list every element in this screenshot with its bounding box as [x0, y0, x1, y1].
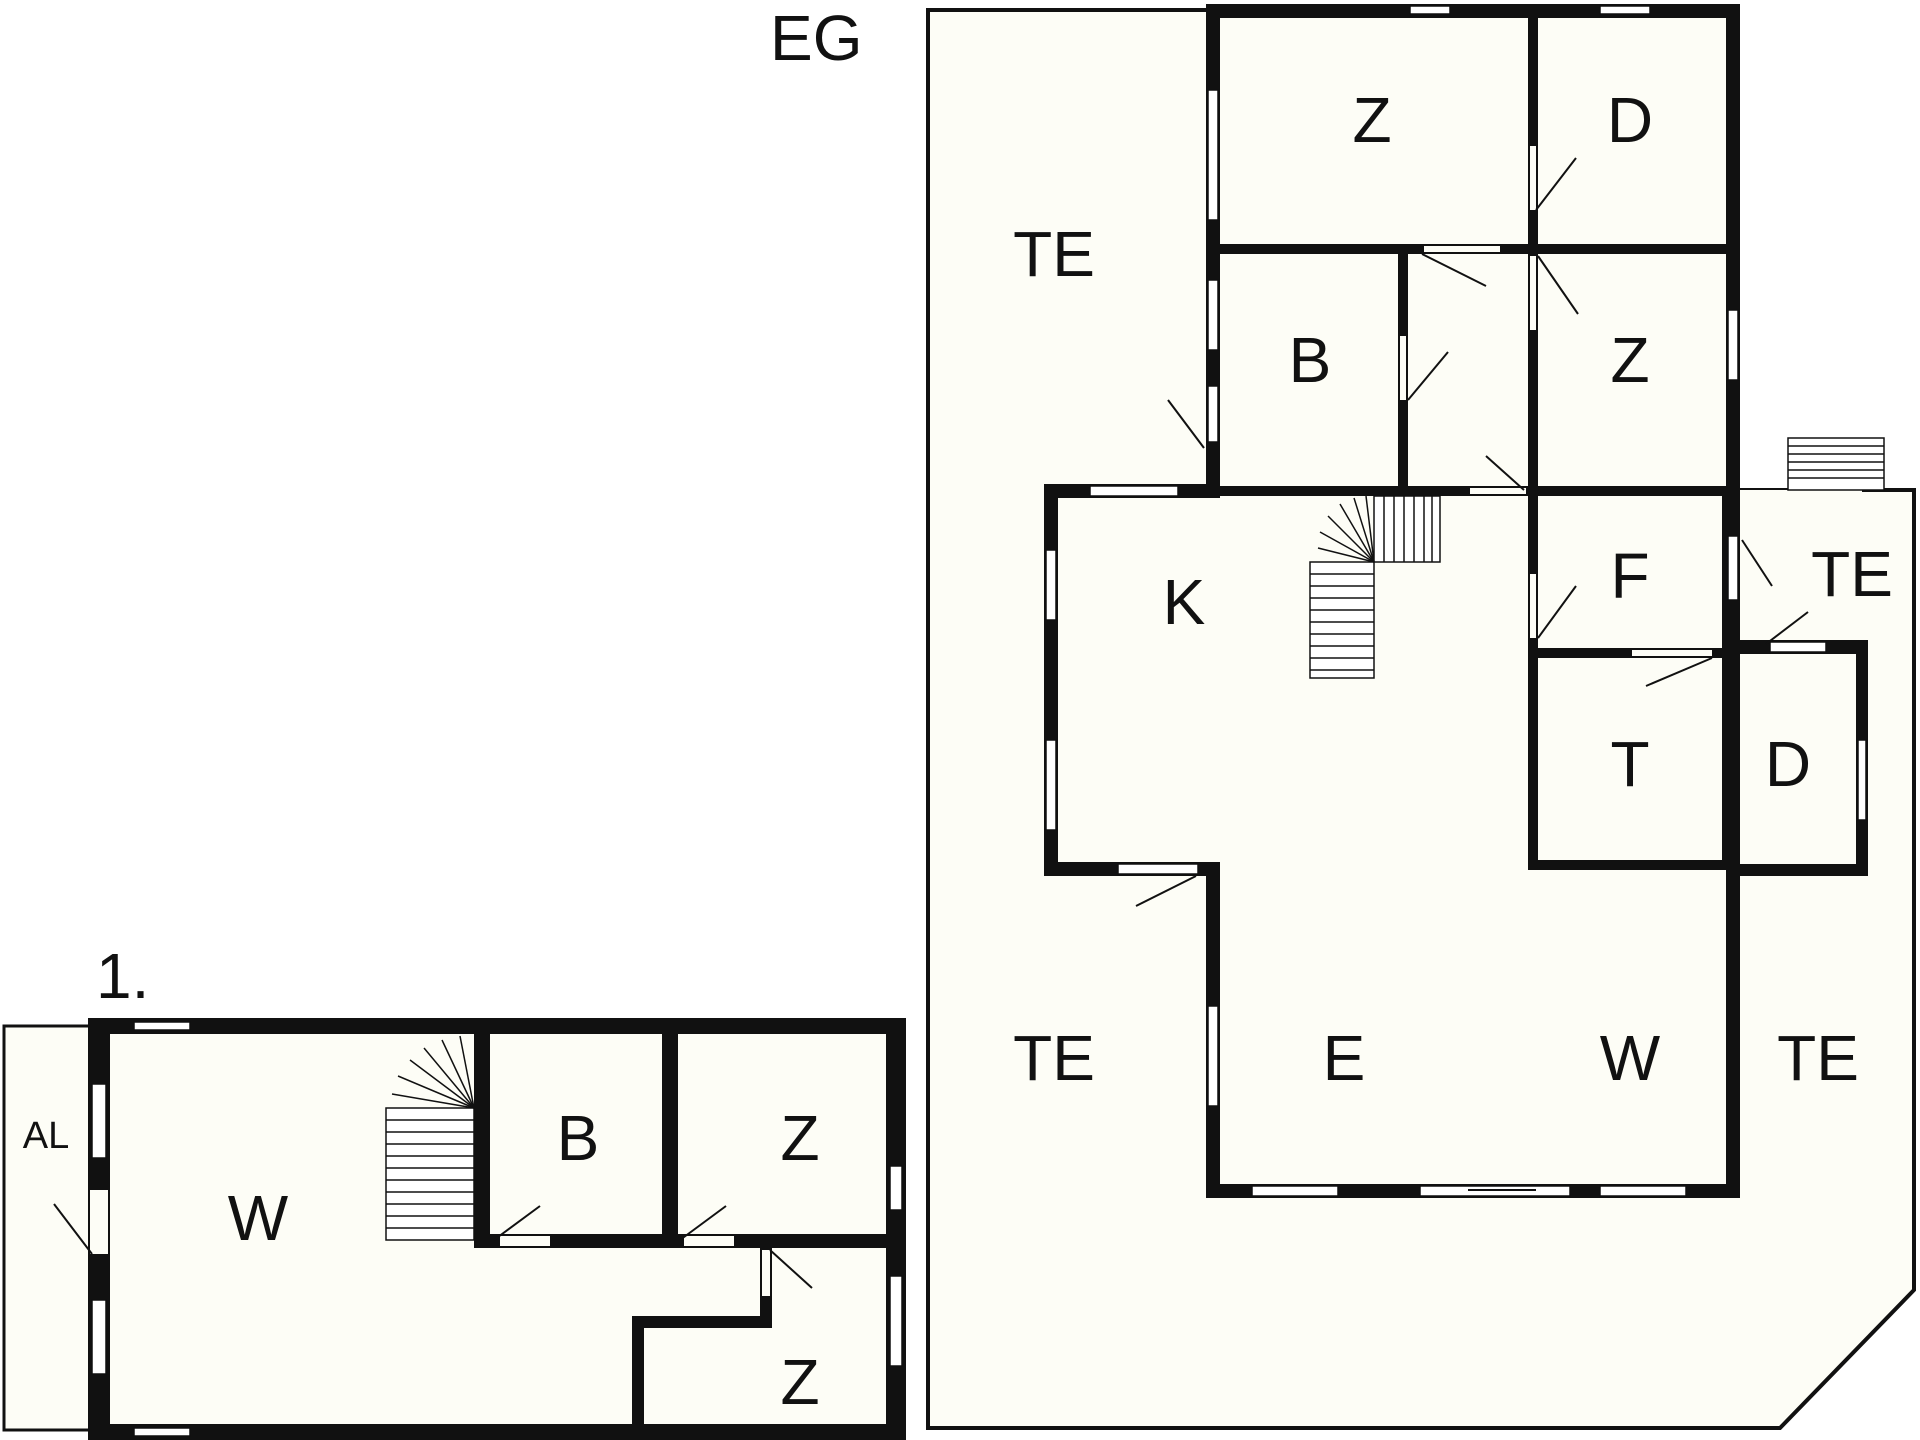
ground-floor: EG Z D B Z K F T D E W TE TE TE TE: [770, 2, 1916, 1430]
room-label-d: D: [1607, 84, 1653, 156]
room-label-z: Z: [1352, 84, 1391, 156]
room-label-f: F: [1610, 540, 1649, 612]
room-label-te: TE: [1013, 218, 1095, 290]
room-label-te: TE: [1013, 1022, 1095, 1094]
room-label-b: B: [557, 1102, 600, 1174]
upper-door-openings: [90, 1190, 770, 1296]
upper-floor-title: 1.: [96, 940, 149, 1012]
ground-floor-title: EG: [770, 2, 862, 74]
ground-door-swings: [1135, 157, 1809, 1191]
room-label-z: Z: [780, 1346, 819, 1418]
room-label-w: W: [1600, 1022, 1661, 1094]
room-label-k: K: [1163, 566, 1206, 638]
upper-door-swings: [53, 1203, 813, 1289]
room-label-te: TE: [1777, 1022, 1859, 1094]
ground-staircase: [1309, 495, 1441, 679]
upper-windows: [91, 1021, 903, 1437]
ground-building-interior: [1050, 10, 1862, 1192]
ground-exterior-steps: [1787, 437, 1885, 491]
room-label-t: T: [1610, 728, 1649, 800]
ground-door-openings: [1400, 146, 1712, 656]
room-label-b: B: [1289, 324, 1332, 396]
upper-balcony-outline: [2, 1024, 92, 1432]
room-label-d: D: [1765, 728, 1811, 800]
upper-floor: 1. AL W B Z Z: [2, 940, 906, 1440]
room-label-w: W: [228, 1182, 289, 1254]
room-label-e: E: [1323, 1022, 1366, 1094]
room-label-al: AL: [23, 1115, 69, 1157]
room-label-z: Z: [780, 1102, 819, 1174]
upper-staircase: [385, 1035, 475, 1241]
room-label-z: Z: [1610, 324, 1649, 396]
upper-building-interior: [96, 1034, 896, 1426]
room-label-te: TE: [1811, 538, 1893, 610]
